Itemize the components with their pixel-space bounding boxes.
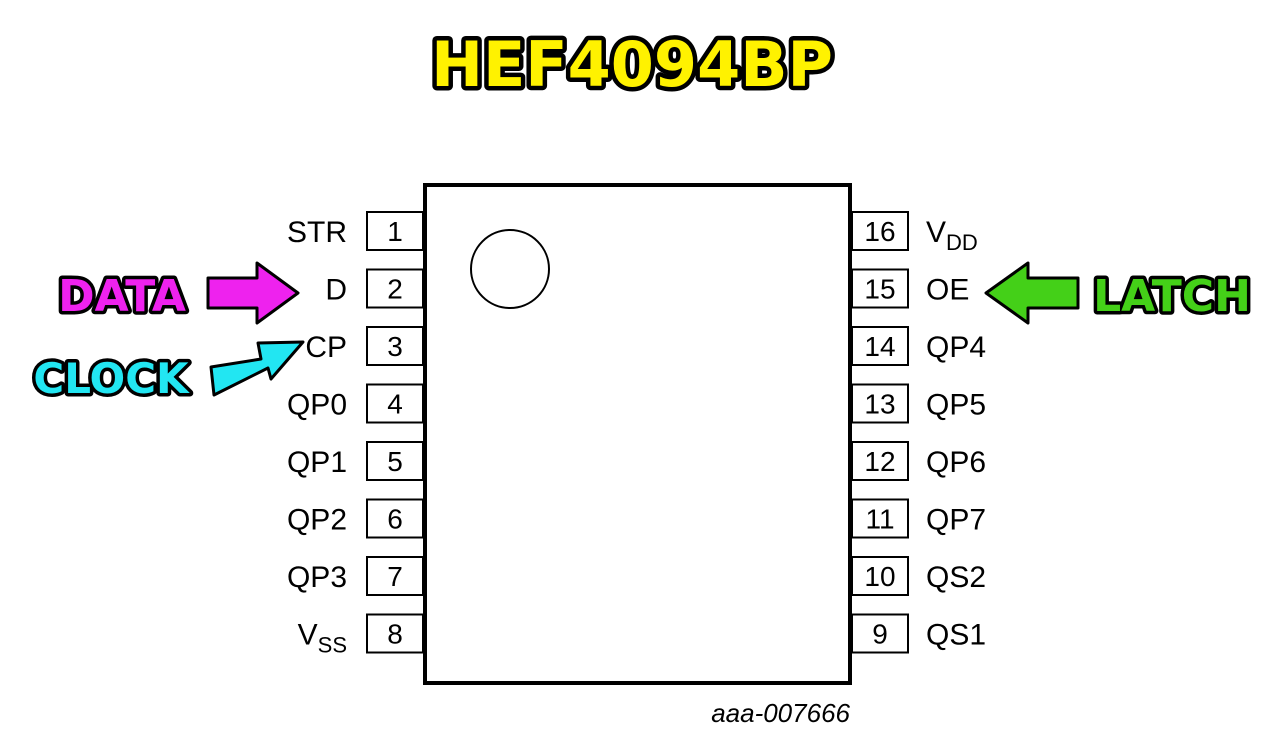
pin-label: QP3 bbox=[287, 561, 347, 594]
pin-15: 15 OE bbox=[851, 268, 969, 309]
pin-5: 5 QP1 bbox=[287, 441, 424, 481]
pin-number: 14 bbox=[864, 331, 895, 362]
pin-label: QP5 bbox=[926, 389, 986, 422]
clock-arrow-icon bbox=[209, 340, 305, 397]
pin-label: QP7 bbox=[926, 504, 986, 537]
pin-number: 11 bbox=[865, 504, 894, 535]
latch-callout-label: LATCH bbox=[1093, 271, 1251, 322]
clock-callout: CLOCK bbox=[30, 340, 305, 407]
pin-box bbox=[366, 268, 424, 309]
pin-2: 2D bbox=[325, 268, 424, 309]
pin-number: 9 bbox=[872, 619, 888, 650]
pin-number: 6 bbox=[387, 504, 403, 535]
pin-number: 13 bbox=[864, 389, 895, 420]
pin-number: 3 bbox=[387, 331, 403, 362]
pin-box bbox=[366, 211, 424, 251]
pin-number: 4 bbox=[387, 389, 403, 420]
figure-reference-code: aaa-007666 bbox=[711, 698, 850, 728]
pin-box bbox=[851, 211, 909, 251]
pin-label: STR bbox=[287, 216, 347, 249]
pin-box bbox=[851, 613, 909, 654]
pin-label: VDD bbox=[926, 216, 978, 255]
pin-4: 4 QP0 bbox=[287, 383, 424, 424]
pin-number: 16 bbox=[864, 216, 895, 247]
data-callout-label: DATA bbox=[58, 271, 186, 322]
pin-1: 1 STR bbox=[287, 211, 424, 251]
data-arrow-icon bbox=[206, 261, 300, 325]
clock-callout-label: CLOCK bbox=[33, 354, 190, 403]
pin-number: 7 bbox=[387, 561, 403, 592]
pin-10: 10 QS2 bbox=[851, 556, 986, 596]
pin-number: 1 bbox=[387, 216, 403, 247]
pin-box bbox=[366, 383, 424, 424]
pin-label: QP6 bbox=[926, 446, 986, 479]
pin-box bbox=[366, 613, 424, 654]
pin-6: 6 QP2 bbox=[287, 498, 424, 539]
pin-box bbox=[366, 326, 424, 366]
pin-number: 12 bbox=[864, 446, 895, 477]
pin-label: QS2 bbox=[926, 561, 986, 594]
pin-number: 10 bbox=[864, 561, 895, 592]
pin-number: 5 bbox=[387, 446, 403, 477]
pin-box bbox=[851, 326, 909, 366]
pin-label: QP4 bbox=[926, 331, 986, 364]
pin-label: CP bbox=[305, 331, 347, 364]
pin-label: QP2 bbox=[287, 504, 347, 537]
pin-box bbox=[851, 268, 909, 309]
pin-7: 7 QP3 bbox=[287, 556, 424, 596]
pin-box bbox=[366, 498, 424, 539]
right-pin-row: 16 VDD 15 OE 14 QP4 13 QP5 12 QP6 11 QP7 10 QS2 9 QS1 bbox=[851, 211, 986, 654]
pin-label: QP0 bbox=[287, 389, 347, 422]
pin-9: 9 QS1 bbox=[851, 613, 986, 654]
pin-8: 8 VSS bbox=[298, 613, 424, 658]
pin-box bbox=[851, 498, 909, 539]
pin-box bbox=[851, 383, 909, 424]
pin-label: VSS bbox=[298, 619, 347, 658]
latch-arrow-icon bbox=[984, 261, 1080, 325]
pin-12: 12 QP6 bbox=[851, 441, 986, 481]
pin-13: 13 QP5 bbox=[851, 383, 986, 424]
pin-11: 11 QP7 bbox=[851, 498, 986, 539]
pin-16: 16 VDD bbox=[851, 211, 978, 255]
pin-label: QS1 bbox=[926, 619, 986, 652]
latch-callout: LATCH bbox=[984, 261, 1254, 326]
data-callout: DATA bbox=[55, 261, 300, 326]
pin-3: 3 CP bbox=[305, 326, 424, 366]
pin-box bbox=[366, 441, 424, 481]
pin-box bbox=[851, 441, 909, 481]
pin-number: 2 bbox=[387, 274, 403, 305]
pin-number: 8 bbox=[387, 619, 403, 650]
pin1-marker-dot bbox=[470, 229, 550, 309]
pin-box bbox=[366, 556, 424, 596]
pin-number: 15 bbox=[864, 274, 895, 305]
pin-box bbox=[851, 556, 909, 596]
chip-title: HEF4094BP bbox=[431, 28, 833, 101]
pin-label: OE bbox=[926, 274, 969, 307]
pin-label: D bbox=[325, 274, 347, 307]
pin-label: QP1 bbox=[287, 446, 347, 479]
pin-14: 14 QP4 bbox=[851, 326, 986, 366]
